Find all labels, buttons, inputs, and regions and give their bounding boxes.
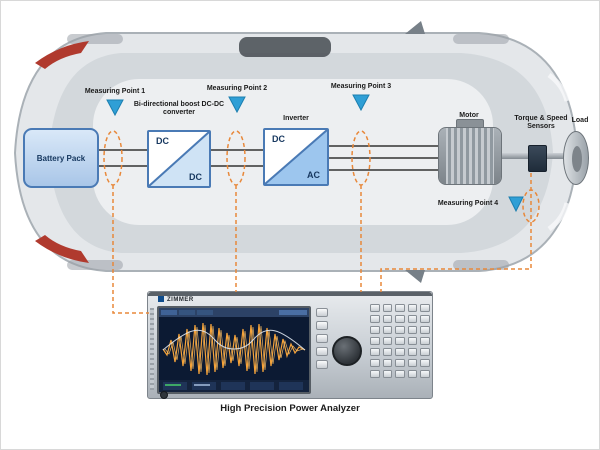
load-label: Load — [571, 117, 589, 124]
softkey-button — [316, 360, 328, 369]
softkey-button — [316, 334, 328, 343]
tire-front-left — [67, 34, 123, 44]
headlight-top — [547, 72, 570, 102]
keypad-button — [382, 315, 393, 323]
keypad-button — [370, 326, 380, 334]
motor-endcap-left — [439, 128, 446, 184]
keypad-button — [407, 315, 418, 323]
inverter-output-label: AC — [307, 170, 320, 180]
battery-pack-label: Battery Pack — [36, 153, 86, 163]
analyzer-keypad — [370, 304, 430, 394]
analyzer-softkeys — [316, 308, 329, 369]
power-button — [160, 391, 168, 399]
keypad-button — [395, 304, 405, 312]
keypad-button — [370, 337, 380, 345]
measuring-point-3-label: Measuring Point 3 — [330, 83, 392, 90]
analyzer-top-strip — [148, 292, 432, 296]
torque-speed-sensors-label: Torque & Speed Sensors — [514, 115, 568, 131]
torque-speed-sensors — [528, 145, 547, 172]
inverter: DC AC — [263, 128, 329, 186]
keypad-button — [370, 315, 380, 323]
keypad-button — [420, 304, 430, 312]
power-analyzer: ZIMMER — [147, 291, 433, 399]
keypad-button — [407, 348, 418, 356]
keypad-button — [382, 326, 393, 334]
keypad-button — [395, 315, 405, 323]
keypad-button — [407, 304, 418, 312]
waveform-envelope — [162, 329, 306, 351]
side-mirror-top — [405, 21, 425, 34]
keypad-button — [382, 370, 393, 378]
keypad-button — [370, 370, 380, 378]
keypad-button — [407, 326, 418, 334]
keypad-button — [420, 315, 430, 323]
keypad-button — [370, 304, 380, 312]
dcdc-diagonal — [149, 132, 209, 186]
keypad-button — [407, 370, 418, 378]
measuring-point-1-label: Measuring Point 1 — [84, 88, 146, 95]
motor-label: Motor — [459, 112, 479, 119]
keypad-button — [420, 370, 430, 378]
keypad-button — [395, 359, 405, 367]
softkey-button — [316, 347, 328, 356]
keypad-button — [382, 337, 393, 345]
keypad-button — [395, 326, 405, 334]
inverter-input-label: DC — [272, 134, 285, 144]
analyzer-vent-grille — [150, 308, 154, 390]
keypad-button — [407, 337, 418, 345]
waveform-trace-yellow — [164, 324, 304, 374]
screen-menu-bar — [159, 308, 309, 317]
keypad-button — [420, 326, 430, 334]
keypad-button — [370, 359, 380, 367]
keypad-button — [395, 348, 405, 356]
brand-logo-icon — [158, 296, 164, 302]
keypad-button — [370, 348, 380, 356]
analyzer-brand: ZIMMER — [158, 296, 194, 303]
dcdc-converter: DC DC — [147, 130, 211, 188]
analyzer-screen — [157, 306, 311, 394]
softkey-button — [316, 308, 328, 317]
load-flywheel — [563, 131, 589, 185]
waveform-display — [159, 308, 309, 392]
keypad-button — [395, 370, 405, 378]
tire-front-right — [453, 34, 509, 44]
dcdc-input-label: DC — [156, 136, 169, 146]
keypad-button — [420, 348, 430, 356]
tail-light-bottom — [35, 235, 89, 263]
analyzer-caption: High Precision Power Analyzer — [220, 403, 360, 414]
keypad-button — [420, 359, 430, 367]
tire-rear-left — [67, 260, 123, 270]
keypad-button — [395, 337, 405, 345]
headlight-bottom — [547, 202, 570, 232]
keypad-button — [382, 348, 393, 356]
load-hub — [572, 146, 582, 172]
motor — [438, 127, 502, 185]
motor-endcap-right — [494, 128, 501, 184]
dcdc-converter-label: Bi-directional boost DC-DC converter — [133, 101, 225, 117]
dc-wires-dcdc-inverter — [211, 149, 263, 167]
inverter-label: Inverter — [283, 115, 309, 122]
tail-light-top — [35, 41, 89, 69]
keypad-button — [407, 359, 418, 367]
dc-wires-battery-dcdc — [99, 149, 147, 167]
keypad-button — [382, 304, 393, 312]
keypad-button — [382, 359, 393, 367]
softkey-button — [316, 321, 328, 330]
brand-name: ZIMMER — [167, 297, 194, 303]
battery-pack: Battery Pack — [23, 128, 99, 188]
sunroof — [239, 37, 331, 57]
measuring-point-4-label: Measuring Point 4 — [437, 200, 499, 207]
ac-wires-inverter-motor — [329, 145, 438, 171]
rotary-knob — [332, 336, 362, 366]
measuring-point-2-label: Measuring Point 2 — [206, 85, 268, 92]
dcdc-output-label: DC — [189, 172, 202, 182]
inverter-diagonal — [265, 130, 327, 184]
keypad-button — [420, 337, 430, 345]
